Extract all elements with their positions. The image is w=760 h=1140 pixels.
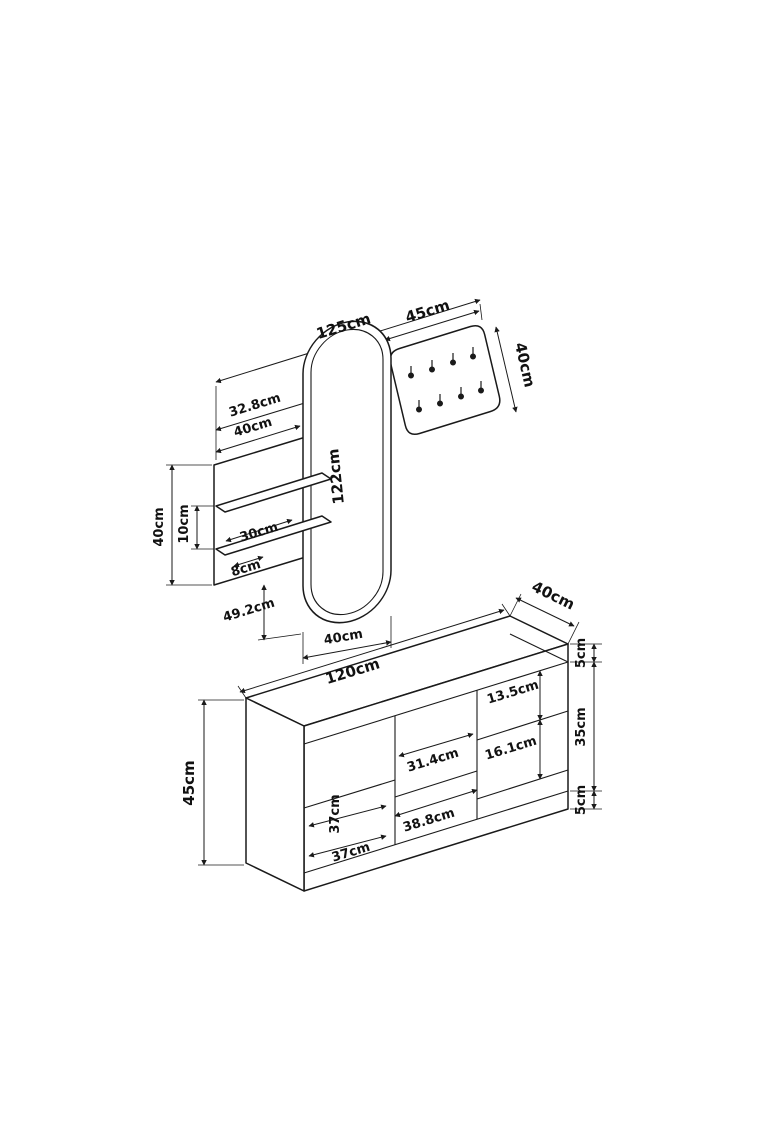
right-compartment-shelf-lower <box>476 769 569 800</box>
coat-hook <box>458 387 465 400</box>
extension-line <box>567 621 580 645</box>
dim-line-left-shelf-depth <box>308 804 387 828</box>
coat-hook <box>478 381 485 394</box>
top-slab-edge <box>509 633 569 663</box>
dim-label-base-thickness: 5cm <box>574 785 589 815</box>
mirror <box>302 320 392 624</box>
shelf-upper <box>215 472 332 513</box>
dim-label-mirror-height: 122cm <box>324 448 348 505</box>
dim-line-left-shelf-width <box>308 834 387 858</box>
coat-hook <box>429 360 436 373</box>
bench-left-end <box>245 697 305 892</box>
top-rail <box>303 661 569 745</box>
outer-dimension-lines <box>166 298 602 866</box>
dim-line-hook-panel-height <box>494 326 518 413</box>
dim-line-shelf-panel-width <box>215 424 301 454</box>
dim-label-shelf-gap: 10cm <box>177 504 192 543</box>
bottom-rail <box>303 790 569 874</box>
dim-label-opening-height: 35cm <box>574 707 589 746</box>
dim-label-shelf-offset: 32.8cm <box>227 391 282 421</box>
dim-label-left-shelf-depth: 37cm <box>328 794 343 833</box>
coat-hook <box>450 353 457 366</box>
extension-line <box>479 303 483 321</box>
coat-hook <box>416 400 423 413</box>
left-compartment-shelf <box>303 779 396 809</box>
hook-grid <box>408 347 485 413</box>
shoe-bench <box>245 615 569 892</box>
extension-line <box>501 603 511 617</box>
dim-line-shelf-thickness <box>233 555 264 568</box>
dim-label-top-thickness: 5cm <box>574 638 589 668</box>
inner-dimension-lines <box>225 518 543 858</box>
wall-unit <box>213 320 501 624</box>
extension-line <box>509 593 522 617</box>
dim-line-bench-depth <box>515 597 575 627</box>
right-compartment-shelf-upper <box>476 710 569 741</box>
coat-hook <box>437 394 444 407</box>
mirror-frame <box>302 320 392 624</box>
dim-line-shelf-length <box>225 518 293 543</box>
extension-line <box>237 685 247 699</box>
dim-label-shelf-unit-height: 40cm <box>152 507 167 546</box>
dim-line-middle-section <box>394 788 478 818</box>
dim-label-mirror-bottom-gap: 49.2cm <box>221 596 276 626</box>
hook-panel <box>389 324 501 436</box>
dim-label-bench-height: 45cm <box>180 760 198 805</box>
dim-line-hook-panel-width <box>384 309 480 342</box>
dim-line-bench-width <box>239 608 505 694</box>
coat-hook <box>470 347 477 360</box>
dim-label-hook-panel-height: 40cm <box>511 341 539 389</box>
coat-hook <box>408 366 415 379</box>
dim-line-middle-opening <box>398 732 474 758</box>
dim-label-mirror-width: 40cm <box>323 627 364 649</box>
